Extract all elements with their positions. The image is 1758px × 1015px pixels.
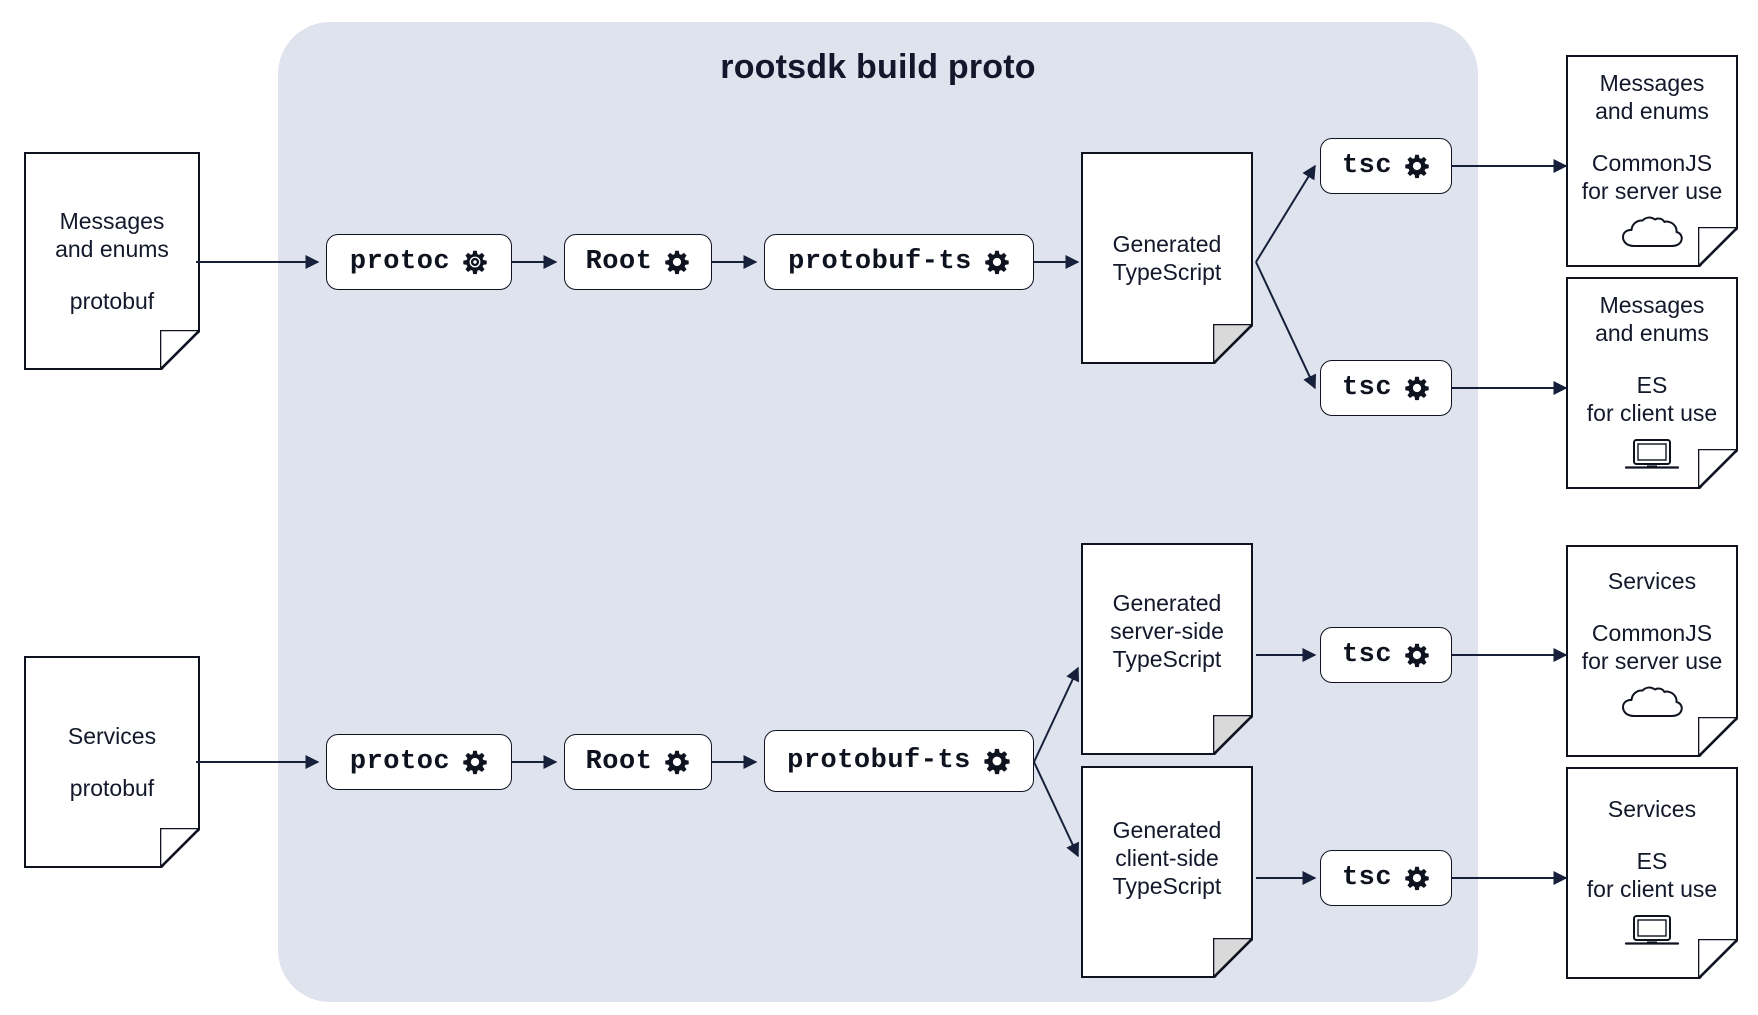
doc-line-3: protobuf bbox=[69, 288, 155, 315]
process-label: tsc bbox=[1341, 640, 1393, 670]
process-tsc-client-top[interactable]: tsc bbox=[1320, 360, 1452, 416]
doc-line-4: for server use bbox=[1581, 648, 1723, 675]
doc-line-1: Generated bbox=[1112, 590, 1222, 616]
gear-icon bbox=[1405, 643, 1429, 668]
process-protoc-top[interactable]: protoc bbox=[326, 234, 512, 290]
document-text: Messages and enums CommonJS for server u… bbox=[1566, 55, 1738, 267]
doc-line-3: TypeScript bbox=[1112, 873, 1222, 900]
doc-line-1: Services bbox=[1607, 796, 1697, 822]
document-text: Services CommonJS for server use bbox=[1566, 545, 1738, 757]
doc-line-3: ES bbox=[1636, 848, 1668, 875]
gear-icon bbox=[984, 748, 1010, 775]
doc-line-2: TypeScript bbox=[1112, 259, 1222, 285]
page-fold-corner-icon bbox=[160, 330, 200, 370]
document-text: Generated server-side TypeScript bbox=[1081, 543, 1253, 755]
output-messages-es-document: Messages and enums ES for client use bbox=[1566, 277, 1738, 489]
doc-line-3: CommonJS bbox=[1591, 150, 1713, 177]
process-tsc-server-top[interactable]: tsc bbox=[1320, 138, 1452, 194]
process-label: protobuf-ts bbox=[788, 247, 972, 277]
process-protoc-bottom[interactable]: protoc bbox=[326, 734, 512, 790]
process-tsc-server-bottom[interactable]: tsc bbox=[1320, 627, 1452, 683]
document-text: Generated client-side TypeScript bbox=[1081, 766, 1253, 978]
cloud-icon bbox=[1620, 215, 1684, 255]
process-label: tsc bbox=[1341, 151, 1393, 181]
doc-line-3: TypeScript bbox=[1112, 646, 1222, 673]
gear-icon bbox=[463, 250, 487, 275]
doc-line-1: Services bbox=[67, 722, 157, 749]
process-root-bottom[interactable]: Root bbox=[564, 734, 712, 790]
doc-line-1: Messages bbox=[1599, 70, 1705, 96]
page-fold-corner-icon bbox=[1213, 715, 1253, 755]
gear-icon bbox=[463, 750, 487, 775]
build-proto-group-panel bbox=[278, 22, 1478, 1002]
gear-icon bbox=[1405, 866, 1429, 891]
process-label: Root bbox=[585, 247, 653, 277]
process-protobuf-ts-top[interactable]: protobuf-ts bbox=[764, 234, 1034, 290]
document-text: Messages and enums ES for client use bbox=[1566, 277, 1738, 489]
doc-line-1: Messages bbox=[59, 207, 165, 234]
laptop-icon bbox=[1623, 913, 1681, 953]
doc-line-1: Generated bbox=[1112, 817, 1222, 843]
gear-icon bbox=[985, 250, 1009, 275]
document-text: Services protobuf bbox=[24, 656, 200, 868]
process-label: protobuf-ts bbox=[787, 746, 971, 776]
process-protobuf-ts-bottom[interactable]: protobuf-ts bbox=[764, 730, 1034, 792]
doc-line-1: Generated bbox=[1112, 230, 1222, 257]
doc-line-2: and enums bbox=[55, 235, 169, 262]
doc-line-3: ES bbox=[1636, 372, 1668, 399]
gear-icon bbox=[665, 750, 690, 775]
process-label: Root bbox=[585, 747, 653, 777]
page-fold-corner-icon bbox=[160, 828, 200, 868]
output-messages-commonjs-document: Messages and enums CommonJS for server u… bbox=[1566, 55, 1738, 267]
process-root-top[interactable]: Root bbox=[564, 234, 712, 290]
doc-line-2: and enums bbox=[1595, 98, 1709, 125]
doc-line-3: protobuf bbox=[69, 775, 155, 801]
output-services-commonjs-document: Services CommonJS for server use bbox=[1566, 545, 1738, 757]
process-label: protoc bbox=[349, 747, 451, 777]
document-text: Messages and enums protobuf bbox=[24, 152, 200, 370]
doc-line-4: for server use bbox=[1581, 178, 1723, 205]
doc-line-2: and enums bbox=[1595, 320, 1709, 347]
page-fold-corner-icon bbox=[1213, 324, 1253, 364]
doc-line-4: for client use bbox=[1586, 400, 1718, 427]
document-text: Services ES for client use bbox=[1566, 767, 1738, 979]
doc-line-2: client-side bbox=[1115, 845, 1219, 872]
gear-icon bbox=[1405, 376, 1429, 401]
doc-line-3: CommonJS bbox=[1591, 620, 1713, 647]
process-label: tsc bbox=[1341, 373, 1393, 403]
process-tsc-client-bottom[interactable]: tsc bbox=[1320, 850, 1452, 906]
process-label: tsc bbox=[1341, 863, 1393, 893]
generated-client-side-typescript-document: Generated client-side TypeScript bbox=[1081, 766, 1253, 978]
document-text: Generated TypeScript bbox=[1081, 152, 1253, 364]
source-services-document: Services protobuf bbox=[24, 656, 200, 868]
page-fold-corner-icon bbox=[1698, 449, 1738, 489]
output-services-es-document: Services ES for client use bbox=[1566, 767, 1738, 979]
diagram-title: rootsdk build proto bbox=[720, 48, 1036, 86]
generated-typescript-document: Generated TypeScript bbox=[1081, 152, 1253, 364]
page-fold-corner-icon bbox=[1698, 227, 1738, 267]
document-page-shape bbox=[24, 656, 200, 868]
page-fold-corner-icon bbox=[1698, 939, 1738, 979]
doc-line-4: for client use bbox=[1586, 876, 1718, 903]
page-fold-corner-icon bbox=[1698, 717, 1738, 757]
document-page-shape bbox=[1081, 152, 1253, 364]
generated-server-side-typescript-document: Generated server-side TypeScript bbox=[1081, 543, 1253, 755]
laptop-icon bbox=[1623, 437, 1681, 477]
doc-line-2: server-side bbox=[1110, 618, 1224, 645]
doc-line-1: Messages bbox=[1599, 292, 1705, 318]
cloud-icon bbox=[1620, 685, 1684, 725]
doc-line-1: Services bbox=[1607, 568, 1697, 594]
gear-icon bbox=[1405, 154, 1429, 179]
source-messages-document: Messages and enums protobuf bbox=[24, 152, 200, 370]
gear-icon bbox=[665, 250, 690, 275]
process-label: protoc bbox=[349, 247, 451, 277]
page-fold-corner-icon bbox=[1213, 938, 1253, 978]
